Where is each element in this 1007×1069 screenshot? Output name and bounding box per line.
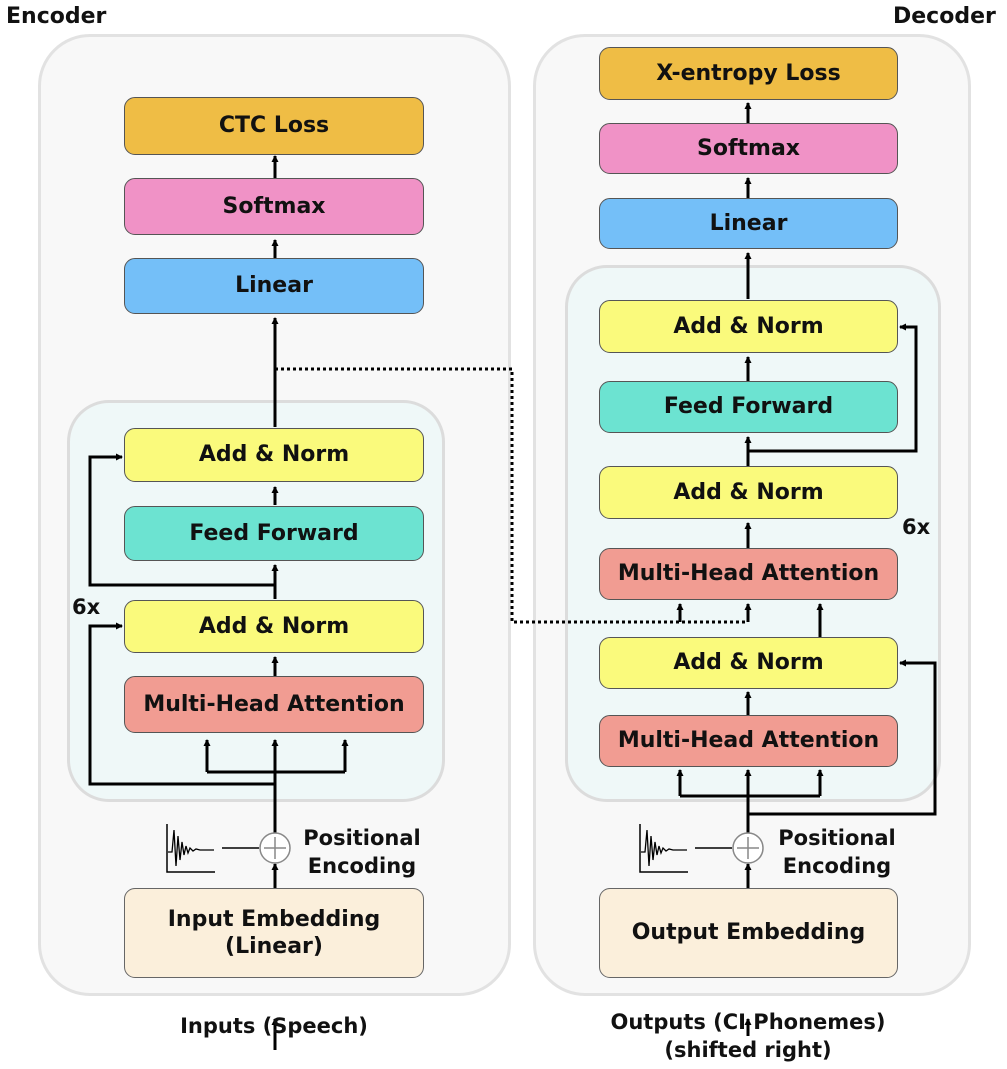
input-embedding-line1: Input Embedding: [167, 906, 381, 932]
encoder-positional-encoding-label: Positional Encoding: [297, 824, 427, 880]
dec-pos-line2: Encoding: [782, 854, 892, 878]
dec-pos-line1: Positional: [778, 826, 896, 850]
encoder-linear: Linear: [124, 258, 424, 314]
decoder-add-norm-top: Add & Norm: [599, 300, 898, 353]
decoder-positional-icon: [639, 824, 764, 873]
encoder-title: Encoder: [6, 4, 107, 29]
decoder-repeat-label: 6x: [902, 515, 931, 539]
input-embedding-line2: (Linear): [225, 934, 323, 959]
decoder-positional-encoding-label: Positional Encoding: [772, 824, 902, 880]
encoder-add-norm-bottom: Add & Norm: [124, 600, 424, 653]
decoder-add-norm-mid: Add & Norm: [599, 466, 898, 519]
enc-pos-line2: Encoding: [307, 854, 417, 878]
encoder-ctc-loss: CTC Loss: [124, 97, 424, 155]
decoder-feed-forward: Feed Forward: [599, 381, 898, 433]
decoder-layer-stack: [565, 265, 941, 802]
dec-outputs-line2: (shifted right): [664, 1038, 832, 1062]
decoder-self-attention: Multi-Head Attention: [599, 715, 898, 767]
encoder-softmax: Softmax: [124, 178, 424, 235]
decoder-cross-attention: Multi-Head Attention: [599, 548, 898, 600]
decoder-add-norm-bottom: Add & Norm: [599, 637, 898, 689]
decoder-title: Decoder: [893, 4, 996, 29]
decoder-outputs-label: Outputs (CI Phonemes) (shifted right): [560, 1008, 936, 1064]
encoder-multi-head-attention: Multi-Head Attention: [124, 676, 424, 733]
encoder-add-norm-top: Add & Norm: [124, 428, 424, 482]
encoder-input-embedding: Input Embedding (Linear): [124, 888, 424, 978]
decoder-softmax: Softmax: [599, 123, 898, 174]
decoder-linear: Linear: [599, 198, 898, 249]
decoder-xentropy-loss: X-entropy Loss: [599, 47, 898, 100]
encoder-repeat-label: 6x: [72, 595, 101, 619]
encoder-positional-icon: [166, 824, 291, 873]
dec-outputs-line1: Outputs (CI Phonemes): [610, 1010, 886, 1034]
encoder-decoder-link: [275, 367, 748, 624]
encoder-inputs-label: Inputs (Speech): [180, 1014, 368, 1038]
enc-pos-line1: Positional: [303, 826, 421, 850]
decoder-output-embedding: Output Embedding: [599, 888, 898, 978]
encoder-feed-forward: Feed Forward: [124, 506, 424, 561]
